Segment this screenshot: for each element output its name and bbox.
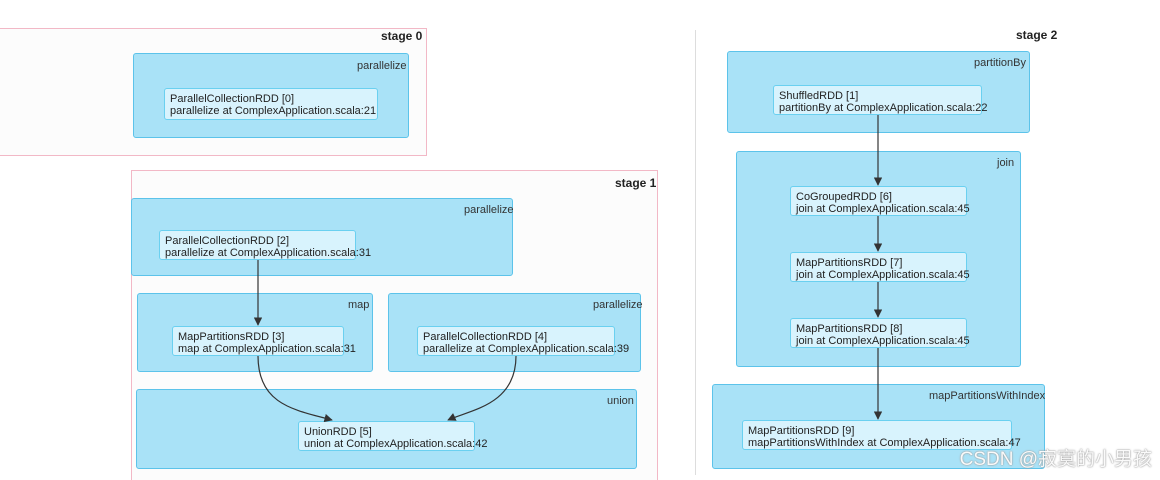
stage-0-title: stage 0 bbox=[381, 29, 423, 43]
stage-2-title: stage 2 bbox=[1016, 28, 1058, 42]
rdd-node-8[interactable]: MapPartitionsRDD [8] join at ComplexAppl… bbox=[790, 318, 970, 348]
rdd-callsite: partitionBy at ComplexApplication.scala:… bbox=[779, 102, 988, 114]
rdd-callsite: parallelize at ComplexApplication.scala:… bbox=[165, 247, 372, 259]
op-label: union bbox=[607, 395, 634, 407]
rdd-node-5[interactable]: UnionRDD [5] union at ComplexApplication… bbox=[298, 421, 488, 451]
rdd-node-2[interactable]: ParallelCollectionRDD [2] parallelize at… bbox=[159, 230, 372, 260]
rdd-name: MapPartitionsRDD [7] bbox=[796, 257, 903, 269]
stage-1-title: stage 1 bbox=[615, 176, 657, 190]
rdd-name: MapPartitionsRDD [9] bbox=[748, 425, 855, 437]
rdd-callsite: join at ComplexApplication.scala:45 bbox=[796, 335, 970, 347]
rdd-node-9[interactable]: MapPartitionsRDD [9] mapPartitionsWithIn… bbox=[742, 420, 1021, 450]
op-label: map bbox=[348, 299, 370, 311]
rdd-callsite: parallelize at ComplexApplication.scala:… bbox=[170, 105, 377, 117]
csdn-watermark: CSDN @寂寞的小男孩 bbox=[959, 449, 1152, 470]
rdd-callsite: join at ComplexApplication.scala:45 bbox=[796, 203, 970, 215]
op-label: parallelize bbox=[464, 204, 514, 216]
rdd-node-1[interactable]: ShuffledRDD [1] partitionBy at ComplexAp… bbox=[773, 85, 988, 115]
rdd-node-7[interactable]: MapPartitionsRDD [7] join at ComplexAppl… bbox=[790, 252, 970, 282]
stage-divider bbox=[695, 30, 696, 475]
rdd-node-3[interactable]: MapPartitionsRDD [3] map at ComplexAppli… bbox=[172, 326, 356, 356]
op-label: partitionBy bbox=[974, 57, 1026, 69]
rdd-node-6[interactable]: CoGroupedRDD [6] join at ComplexApplicat… bbox=[790, 186, 970, 216]
op-label: parallelize bbox=[357, 60, 407, 72]
rdd-name: CoGroupedRDD [6] bbox=[796, 191, 892, 203]
rdd-name: UnionRDD [5] bbox=[304, 426, 372, 438]
op-label: mapPartitionsWithIndex bbox=[929, 390, 1046, 402]
op-label: parallelize bbox=[593, 299, 643, 311]
rdd-callsite: parallelize at ComplexApplication.scala:… bbox=[423, 343, 630, 355]
rdd-callsite: join at ComplexApplication.scala:45 bbox=[796, 269, 970, 281]
rdd-callsite: map at ComplexApplication.scala:31 bbox=[178, 343, 356, 355]
rdd-node-4[interactable]: ParallelCollectionRDD [4] parallelize at… bbox=[417, 326, 630, 356]
rdd-name: MapPartitionsRDD [3] bbox=[178, 331, 285, 343]
rdd-node-0[interactable]: ParallelCollectionRDD [0] parallelize at… bbox=[164, 88, 378, 120]
rdd-name: ShuffledRDD [1] bbox=[779, 90, 859, 102]
rdd-name: ParallelCollectionRDD [4] bbox=[423, 331, 548, 343]
rdd-name: MapPartitionsRDD [8] bbox=[796, 323, 903, 335]
rdd-callsite: mapPartitionsWithIndex at ComplexApplica… bbox=[748, 437, 1021, 449]
rdd-callsite: union at ComplexApplication.scala:42 bbox=[304, 438, 488, 450]
op-label: join bbox=[997, 157, 1015, 169]
rdd-name: ParallelCollectionRDD [2] bbox=[165, 235, 290, 247]
rdd-name: ParallelCollectionRDD [0] bbox=[170, 93, 295, 105]
